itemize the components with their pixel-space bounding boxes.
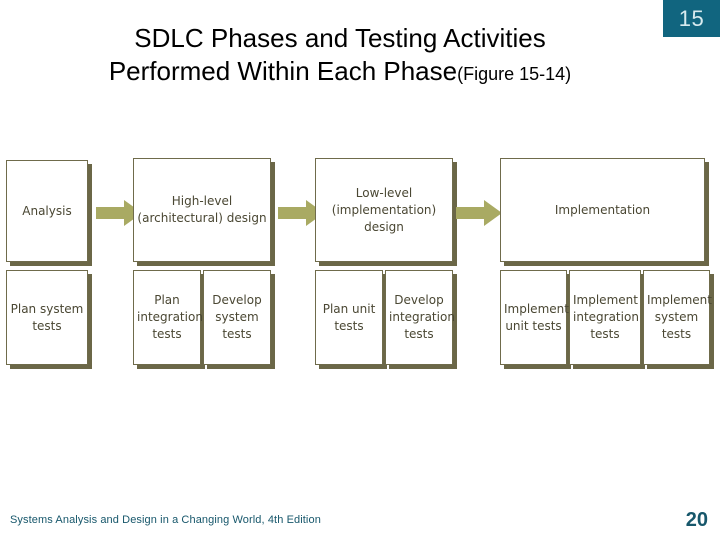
title-line-2-main: Performed Within Each Phase [108,56,458,86]
page-title: SDLC Phases and Testing Activities Perfo… [30,22,650,91]
phase-box-low-level-design-label: Low-level (implementation) design [331,185,437,234]
activity-box-implement-system-tests-label: Implement system tests [647,293,712,341]
flow-arrow-2 [278,198,324,228]
activity-box-develop-integration-tests-label: Develop integration tests [389,293,455,341]
flow-arrow-1 [96,198,142,228]
footer-citation: Systems Analysis and Design in a Changin… [10,514,321,526]
title-line-1: SDLC Phases and Testing Activities [134,23,546,53]
activity-box-plan-integration-tests: Plan integration tests [133,270,203,365]
activity-box-implement-integration-tests-label: Implement integration tests [573,293,639,341]
phase-box-implementation: Implementation [500,158,705,262]
activity-box-plan-system-tests: Plan system tests [6,270,88,365]
activity-box-plan-unit-tests-label: Plan unit tests [322,301,376,333]
phase-box-analysis: Analysis [6,160,88,262]
page-number-badge: 15 [663,0,720,37]
activity-box-develop-system-tests-label: Develop system tests [212,293,262,341]
activity-box-implement-unit-tests-label: Implement unit tests [504,301,569,333]
activity-box-implement-system-tests: Implement system tests [643,270,712,365]
sdlc-process-diagram: Analysis Plan system tests High-level (a… [0,150,720,375]
activity-box-plan-system-tests-label: Plan system tests [10,301,84,333]
activity-box-plan-integration-tests-label: Plan integration tests [137,293,203,341]
title-line-2: Performed Within Each Phase(Figure 15-14… [30,55,650,91]
phase-box-high-level-design-label: High-level (architectural) design [137,194,267,225]
phase-box-high-level-design: High-level (architectural) design [133,158,271,262]
activity-box-implement-unit-tests: Implement unit tests [500,270,569,365]
flow-arrow-3 [456,198,502,228]
activity-box-develop-integration-tests: Develop integration tests [385,270,455,365]
activity-box-develop-system-tests: Develop system tests [203,270,271,365]
phase-box-analysis-label: Analysis [22,203,72,218]
footer-page-number: 20 [685,509,708,531]
activity-box-plan-unit-tests: Plan unit tests [315,270,383,365]
activity-box-implement-integration-tests: Implement integration tests [569,270,641,365]
phase-box-low-level-design: Low-level (implementation) design [315,158,453,262]
phase-box-implementation-label: Implementation [554,202,651,217]
title-figure-reference: (Figure 15-14) [457,64,572,84]
